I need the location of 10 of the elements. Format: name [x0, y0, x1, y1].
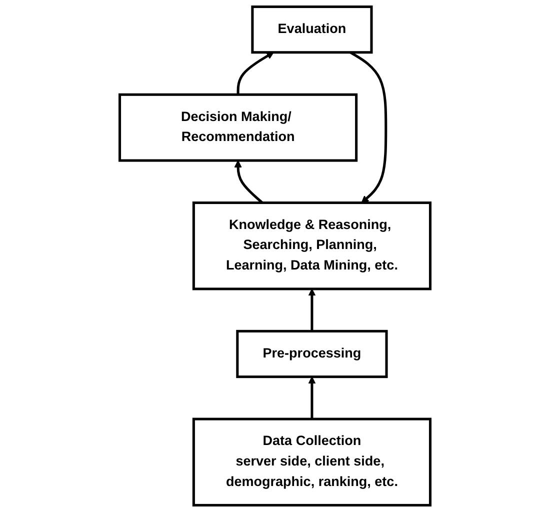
node-box: Pre-processing: [236, 330, 388, 378]
arrow: [349, 51, 387, 204]
node-box: Data Collection server side, client side, demographic, ranking, etc.: [192, 418, 431, 506]
arrow: [234, 160, 263, 204]
node-box: Evaluation: [250, 6, 372, 54]
arrow: [236, 52, 274, 95]
node-box: Decision Making/ Recommendation: [118, 93, 358, 162]
arrow: [308, 288, 316, 332]
node-box: Knowledge & Reasoning, Searching, Planning, Learning, Data Mining, etc.: [192, 202, 431, 290]
arrow: [308, 376, 316, 420]
